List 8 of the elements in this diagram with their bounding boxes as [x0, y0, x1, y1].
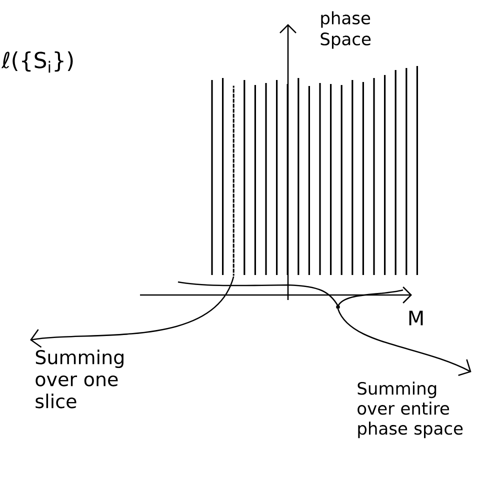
axis-label: M: [409, 310, 423, 326]
annotation-text: Summing over one slice: [36, 350, 124, 408]
function-label: ℓ({S$_{i}$}): [1, 51, 73, 73]
arrow: [337, 308, 472, 376]
axis-label: phase Space: [320, 11, 371, 49]
arrow: [30, 276, 234, 348]
annotation-text: Summing over entire phase space: [358, 382, 463, 438]
brace-tip: [336, 305, 340, 309]
